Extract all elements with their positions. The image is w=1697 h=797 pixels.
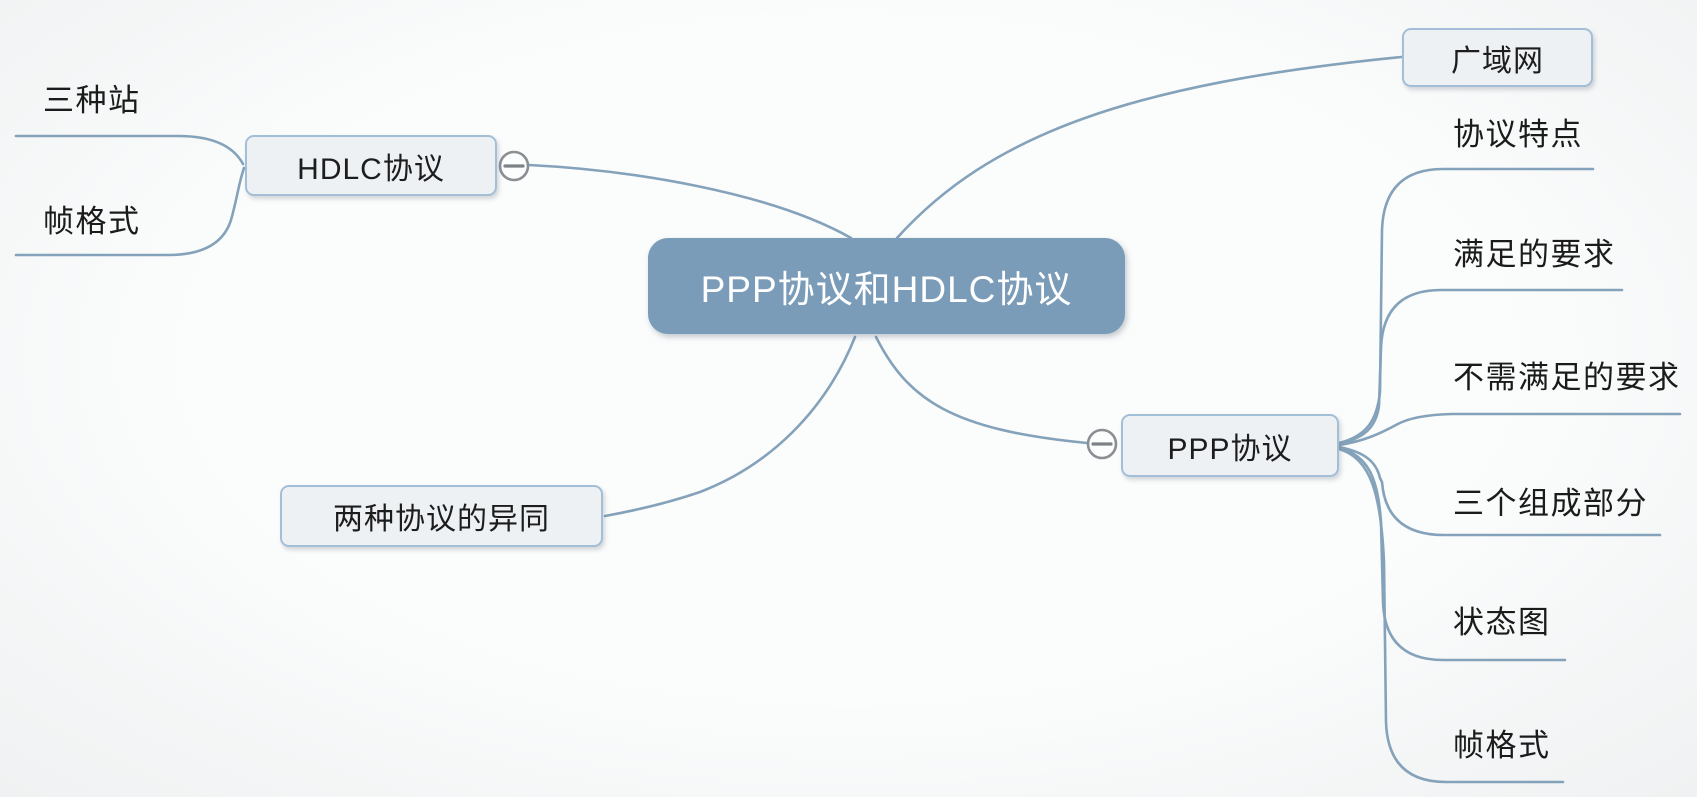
connector-root-to-wan [895, 55, 1403, 240]
collapse-button-ppp[interactable] [1086, 428, 1118, 460]
topic-ppp-label: PPP协议 [1167, 432, 1293, 466]
connector-ppp-child-met-reqs [1337, 288, 1624, 446]
connector-ppp-child-features [1337, 167, 1595, 445]
topic-hdlc-label: HDLC协议 [297, 152, 445, 186]
leaf-ppp-frame-format[interactable]: 帧格式 [1453, 728, 1551, 763]
leaf-ppp-unmet-requirements[interactable]: 不需满足的要求 [1453, 360, 1681, 395]
connector-ppp-child-unmet-reqs [1337, 412, 1682, 447]
leaf-ppp-met-requirements[interactable]: 满足的要求 [1453, 237, 1616, 272]
connector-ppp-child-state [1337, 446, 1567, 662]
topic-compare[interactable]: 两种协议的异同 [280, 485, 603, 547]
connector-ppp-child-components [1337, 445, 1662, 537]
leaf-hdlc-frame-format[interactable]: 帧格式 [43, 204, 141, 239]
connector-root-to-ppp [874, 335, 1089, 445]
leaf-ppp-state-diagram[interactable]: 状态图 [1453, 605, 1551, 640]
connector-hdlc-child-stations [14, 134, 245, 166]
topic-wan-label: 广域网 [1451, 44, 1544, 78]
collapse-button-hdlc[interactable] [498, 150, 530, 182]
topic-hdlc[interactable]: HDLC协议 [245, 135, 497, 196]
leaf-ppp-features[interactable]: 协议特点 [1453, 117, 1583, 152]
root-topic-label: PPP协议和HDLC协议 [700, 269, 1073, 310]
connector-hdlc-to-root [527, 163, 853, 240]
root-topic[interactable]: PPP协议和HDLC协议 [648, 238, 1125, 334]
leaf-hdlc-stations[interactable]: 三种站 [43, 83, 141, 118]
topic-compare-label: 两种协议的异同 [333, 503, 550, 536]
leaf-ppp-components[interactable]: 三个组成部分 [1453, 486, 1648, 521]
topic-ppp[interactable]: PPP协议 [1121, 414, 1339, 477]
topic-wan[interactable]: 广域网 [1402, 28, 1593, 87]
connector-root-to-compare [603, 335, 857, 518]
connector-hdlc-child-frame [14, 166, 246, 257]
connector-ppp-child-frame [1337, 447, 1565, 784]
